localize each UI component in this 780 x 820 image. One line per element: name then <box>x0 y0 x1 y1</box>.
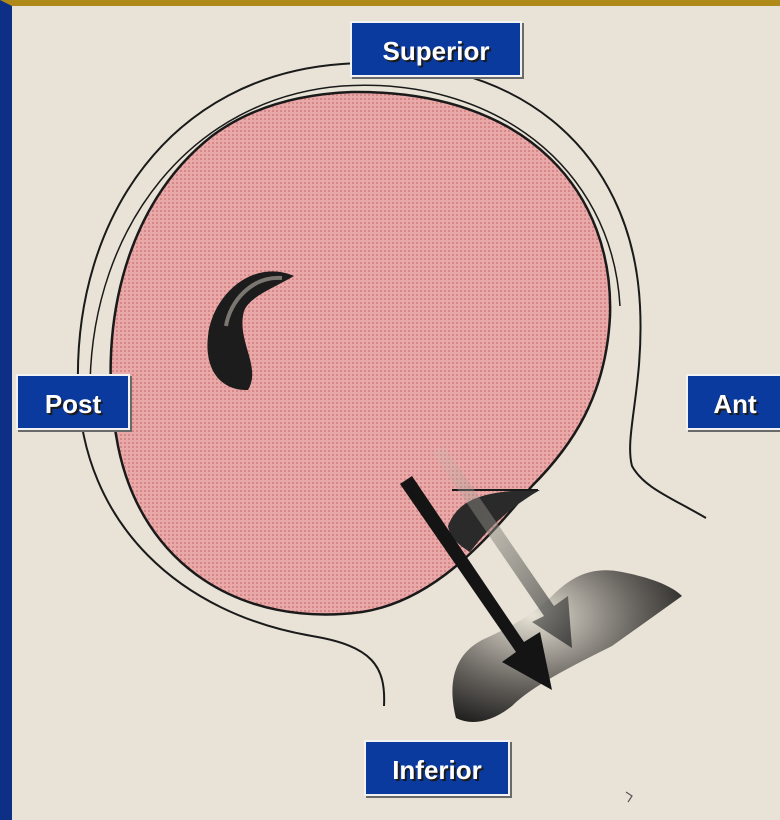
disc-body <box>111 92 611 615</box>
posterior-label: Post <box>16 374 130 430</box>
superior-label: Superior <box>350 21 522 77</box>
small-mark <box>626 792 632 802</box>
inferior-label: Inferior <box>364 740 510 796</box>
anterior-label: Ant <box>686 374 780 430</box>
